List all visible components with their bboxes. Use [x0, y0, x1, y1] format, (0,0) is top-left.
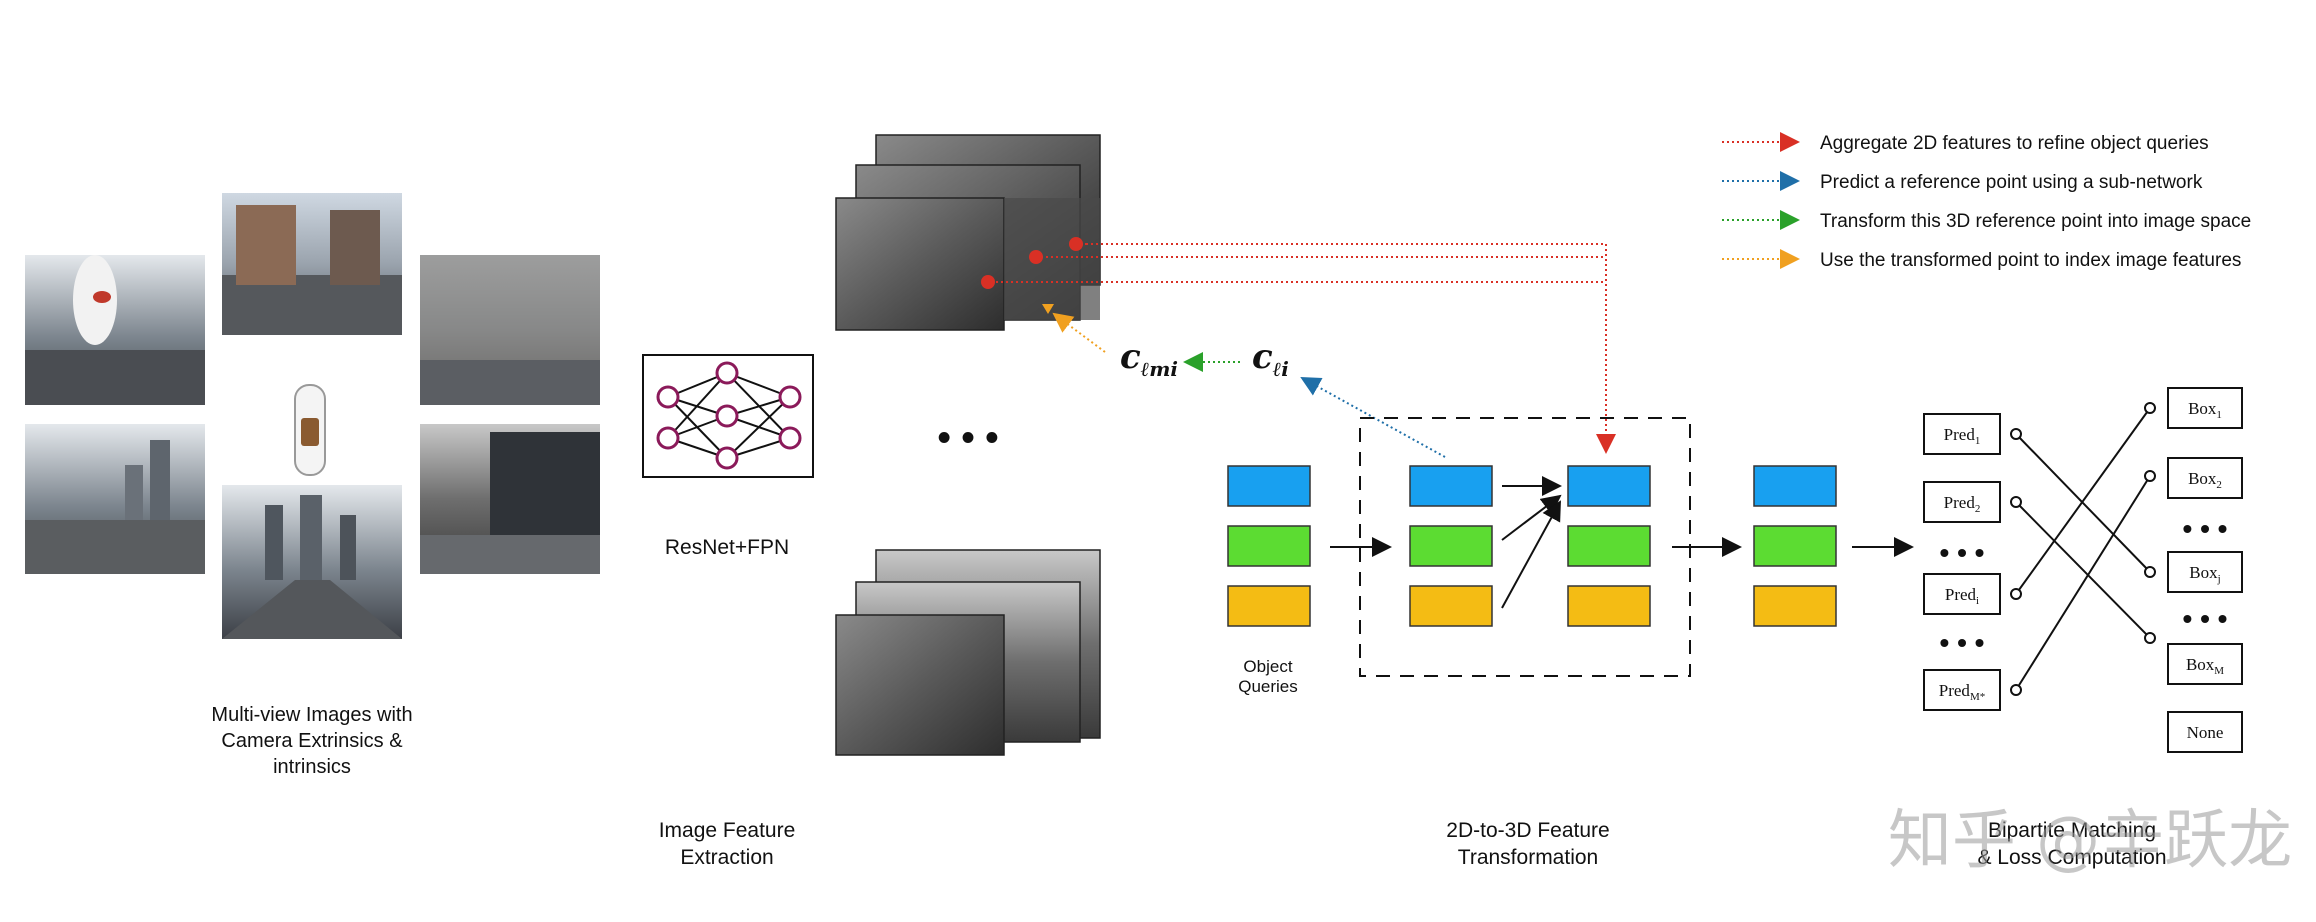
camera-image-front	[222, 193, 402, 335]
caption-matching-line-1: Bipartite Matching	[1988, 819, 2156, 842]
legend: Aggregate 2D features to refine object q…	[1722, 132, 2251, 271]
camera-image-back	[222, 485, 402, 639]
object-queries	[1227, 465, 1311, 627]
camera-image-front-left	[25, 255, 205, 405]
aggregate-arrows	[996, 243, 1616, 454]
ego-car-icon	[294, 384, 326, 476]
transformation-queries-in	[1409, 465, 1493, 627]
backbone-label: ResNet+FPN	[665, 536, 789, 559]
svg-text:Transform this 3D reference po: Transform this 3D reference point into i…	[1820, 211, 2251, 232]
svg-text:BoxM: BoxM	[2186, 655, 2224, 677]
box-1: Box1	[2167, 387, 2243, 429]
prediction-list: Pred1 Pred2 Predi PredM*	[1923, 413, 2001, 711]
camera-image-back-right	[420, 424, 600, 574]
query-blue	[1227, 465, 1311, 507]
refined-queries	[1753, 465, 1837, 627]
pred-2: Pred2	[1923, 481, 2001, 523]
svg-text:None: None	[2187, 723, 2224, 742]
feature-map-stack-top	[835, 134, 1101, 331]
multiview-images	[25, 193, 600, 639]
c-li-symbol: cℓi	[1252, 337, 1289, 381]
caption-feature-extraction-line-1: Image Feature	[659, 819, 796, 842]
ellipsis-preds-1: • • •	[1940, 537, 1985, 568]
caption-multiview-line-2: Camera Extrinsics &	[221, 730, 403, 752]
box-list: Box1 Box2 Boxj BoxM None	[2167, 387, 2243, 753]
camera-image-back-left	[25, 424, 205, 574]
svg-text:PredM*: PredM*	[1939, 681, 1985, 703]
caption-multiview-line-1: Multi-view Images with	[211, 704, 412, 726]
pred-m-star: PredM*	[1923, 669, 2001, 711]
object-queries-label-line-1: Object	[1243, 657, 1292, 676]
box-2: Box2	[2167, 457, 2243, 499]
feature-map-stack-bottom	[835, 549, 1101, 756]
legend-item-index: Use the transformed point to index image…	[1722, 249, 2241, 271]
legend-item-transform: Transform this 3D reference point into i…	[1722, 210, 2251, 232]
pred-1: Pred1	[1923, 413, 2001, 455]
legend-item-aggregate: Aggregate 2D features to refine object q…	[1722, 132, 2209, 154]
svg-text:Box2: Box2	[2188, 469, 2222, 491]
caption-transformation-line-1: 2D-to-3D Feature	[1446, 819, 1609, 842]
query-yellow	[1227, 585, 1311, 627]
box-none: None	[2167, 711, 2243, 753]
svg-text:Boxj: Boxj	[2189, 563, 2220, 585]
transformation-arrows	[1501, 476, 1562, 609]
svg-text:Pred2: Pred2	[1944, 493, 1981, 515]
svg-text:Aggregate 2D features to refin: Aggregate 2D features to refine object q…	[1820, 133, 2209, 154]
box-j: Boxj	[2167, 551, 2243, 593]
ellipsis-preds-2: • • •	[1940, 627, 1985, 658]
legend-item-predict: Predict a reference point using a sub-ne…	[1722, 171, 2203, 193]
svg-text:Pred1: Pred1	[1944, 425, 1981, 447]
caption-multiview-line-3: intrinsics	[273, 756, 351, 778]
watermark: 知乎 @辛跃龙	[1888, 804, 2292, 878]
ellipsis-feature-maps: • • •	[937, 417, 998, 459]
backbone-network-icon	[642, 354, 814, 478]
c-lmi-symbol: cℓmi	[1120, 337, 1178, 381]
ellipsis-boxes-1: • • •	[2183, 513, 2228, 544]
svg-text:Box1: Box1	[2188, 399, 2222, 421]
camera-image-front-right	[420, 255, 600, 405]
query-green	[1227, 525, 1311, 567]
pred-i: Predi	[1923, 573, 2001, 615]
caption-matching-line-2: & Loss Computation	[1977, 846, 2166, 869]
caption-feature-extraction-line-2: Extraction	[680, 846, 773, 869]
transformation-queries-out	[1567, 465, 1651, 627]
box-m: BoxM	[2167, 643, 2243, 685]
orange-index-arrow	[1052, 312, 1106, 353]
svg-text:Predict a reference point usin: Predict a reference point using a sub-ne…	[1820, 172, 2203, 193]
matching-lines	[2010, 402, 2156, 696]
svg-text:Predi: Predi	[1945, 585, 1979, 607]
caption-transformation-line-2: Transformation	[1458, 846, 1598, 869]
svg-text:Use the transformed point to i: Use the transformed point to index image…	[1820, 250, 2241, 271]
ellipsis-boxes-2: • • •	[2183, 603, 2228, 634]
object-queries-label-line-2: Queries	[1238, 677, 1298, 696]
